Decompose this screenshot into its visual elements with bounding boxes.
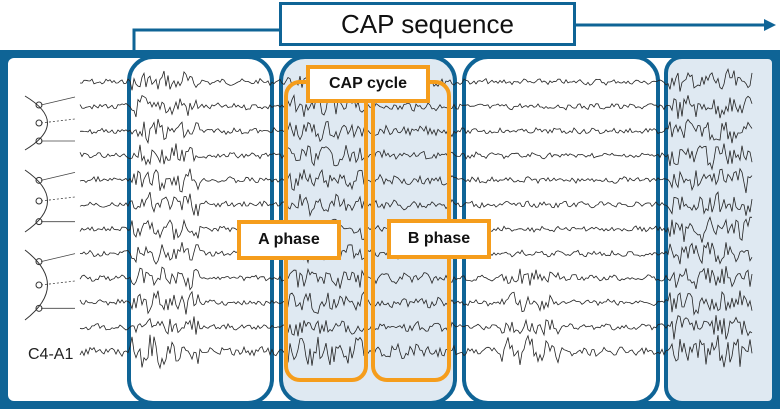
b-phase-label: B phase <box>387 219 491 259</box>
eeg-channel-trace <box>79 191 753 217</box>
eeg-channel-trace <box>79 167 753 194</box>
eeg-channel-trace <box>79 93 753 119</box>
sequence-arrow <box>132 19 776 55</box>
a-phase-label: A phase <box>237 220 341 260</box>
eeg-channel-trace <box>79 290 753 316</box>
eeg-channel-trace <box>79 143 753 171</box>
eeg-channel-trace <box>79 334 753 370</box>
arrow-head-icon <box>764 19 776 31</box>
eeg-channel-trace <box>79 266 753 291</box>
channel-label: C4-A1 <box>28 346 74 363</box>
head-diagram-icon <box>24 95 48 151</box>
head-diagram-icon <box>24 169 48 233</box>
cap-sequence-title: CAP sequence <box>279 2 576 46</box>
eeg-channel-trace <box>79 118 753 145</box>
cap-cycle-label: CAP cycle <box>306 65 430 103</box>
head-diagram-icon <box>24 249 48 321</box>
eeg-channel-trace <box>79 315 753 340</box>
